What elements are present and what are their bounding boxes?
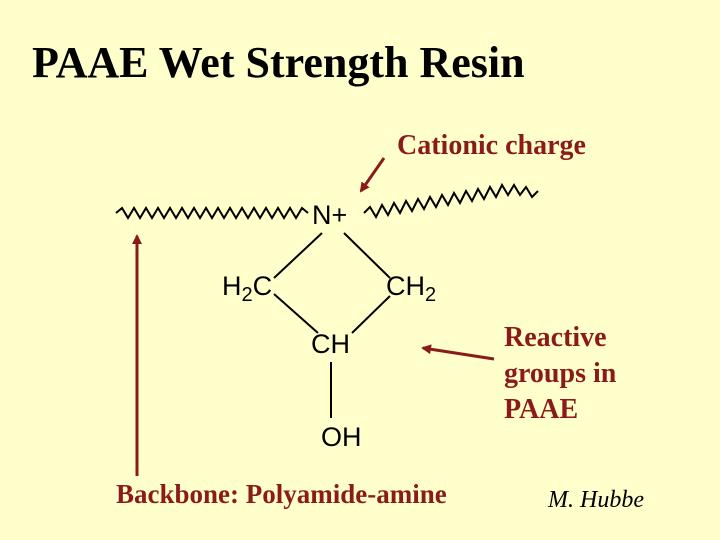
bond-ch2-ch <box>351 295 391 334</box>
reactive-line-3: PAAE <box>504 394 579 425</box>
reactive-line-2: groups in <box>504 358 617 389</box>
slide-title: PAAE Wet Strength Resin <box>32 38 525 87</box>
bond-n-h2c <box>273 232 323 279</box>
arrow-cationic <box>359 157 386 193</box>
h2c-c: C <box>252 271 273 301</box>
ch2-ch: CH <box>386 271 425 301</box>
atom-nitrogen: N+ <box>312 200 348 230</box>
bond-h2c-ch <box>273 293 319 334</box>
arrow-reactive <box>421 344 495 361</box>
h2c-h: H <box>222 271 242 301</box>
group-h2c: H2C <box>222 270 273 305</box>
group-oh: OH <box>321 422 362 452</box>
reactive-line-1: Reactive <box>504 322 607 353</box>
reactive-groups-label: Reactive groups in PAAE <box>504 320 616 428</box>
backbone-label: Backbone: Polyamide-amine <box>116 479 447 509</box>
bond-n-ch2 <box>343 232 391 279</box>
author-credit: M. Hubbe <box>548 487 644 513</box>
cationic-charge-label: Cationic charge <box>397 130 586 161</box>
backbone-left-zigzag <box>115 206 309 220</box>
ch2-subscript: 2 <box>425 284 437 306</box>
group-ch2: CH2 <box>386 270 436 305</box>
group-ch: CH <box>311 329 350 359</box>
backbone-right-zigzag <box>363 182 539 220</box>
h2c-subscript: 2 <box>241 284 253 306</box>
